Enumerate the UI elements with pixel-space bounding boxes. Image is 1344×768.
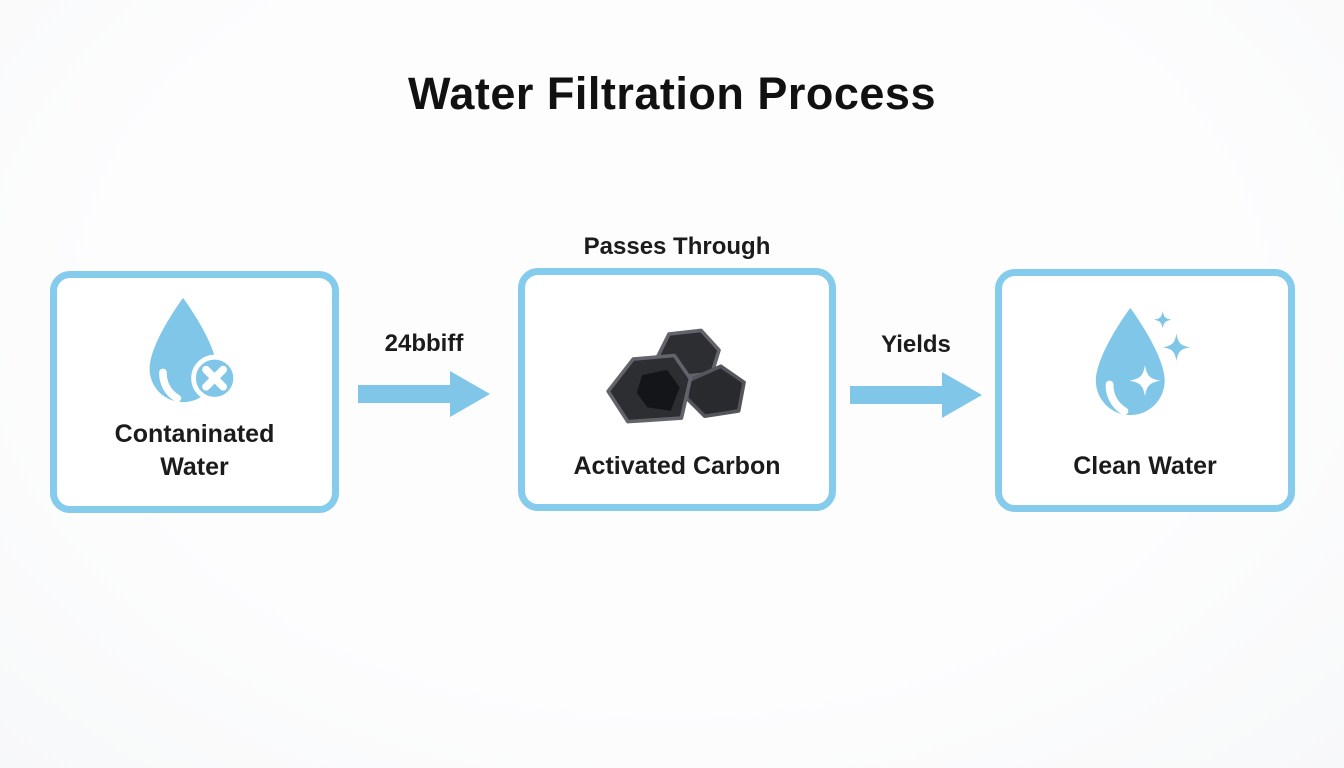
node-label: Contaninated Water	[114, 420, 275, 481]
connector-carbon-to-clean: Yields	[850, 331, 982, 419]
clean-water-drop-icon	[1095, 307, 1191, 416]
node-activated-carbon: Activated Carbon	[518, 268, 836, 511]
sparkle-icon	[1153, 310, 1172, 329]
node-clean-water: Clean Water	[995, 269, 1295, 512]
node-label: Activated Carbon	[573, 452, 781, 480]
connector-label: Yields	[881, 331, 951, 358]
node-contaminated-water: Contaninated Water	[50, 271, 339, 513]
node-label: Clean Water	[1073, 452, 1217, 480]
activated-carbon-charcoal-icon	[606, 328, 746, 424]
connector-contaminated-to-carbon: 24bbiff	[358, 330, 490, 418]
drop-highlight	[1105, 380, 1129, 416]
arrow-right-icon	[850, 372, 982, 418]
x-badge-icon	[190, 354, 238, 402]
sparkle-icon	[1162, 333, 1191, 362]
sparkle-icon	[1129, 364, 1161, 397]
arrow-right-icon	[358, 371, 490, 417]
charcoal-facet	[636, 369, 680, 411]
passes-through-label: Passes Through	[583, 233, 771, 260]
diagram-title: Water Filtration Process	[408, 68, 936, 119]
contaminated-water-drop-icon	[149, 297, 238, 403]
drop-highlight	[158, 368, 181, 403]
connector-label: 24bbiff	[384, 330, 464, 357]
